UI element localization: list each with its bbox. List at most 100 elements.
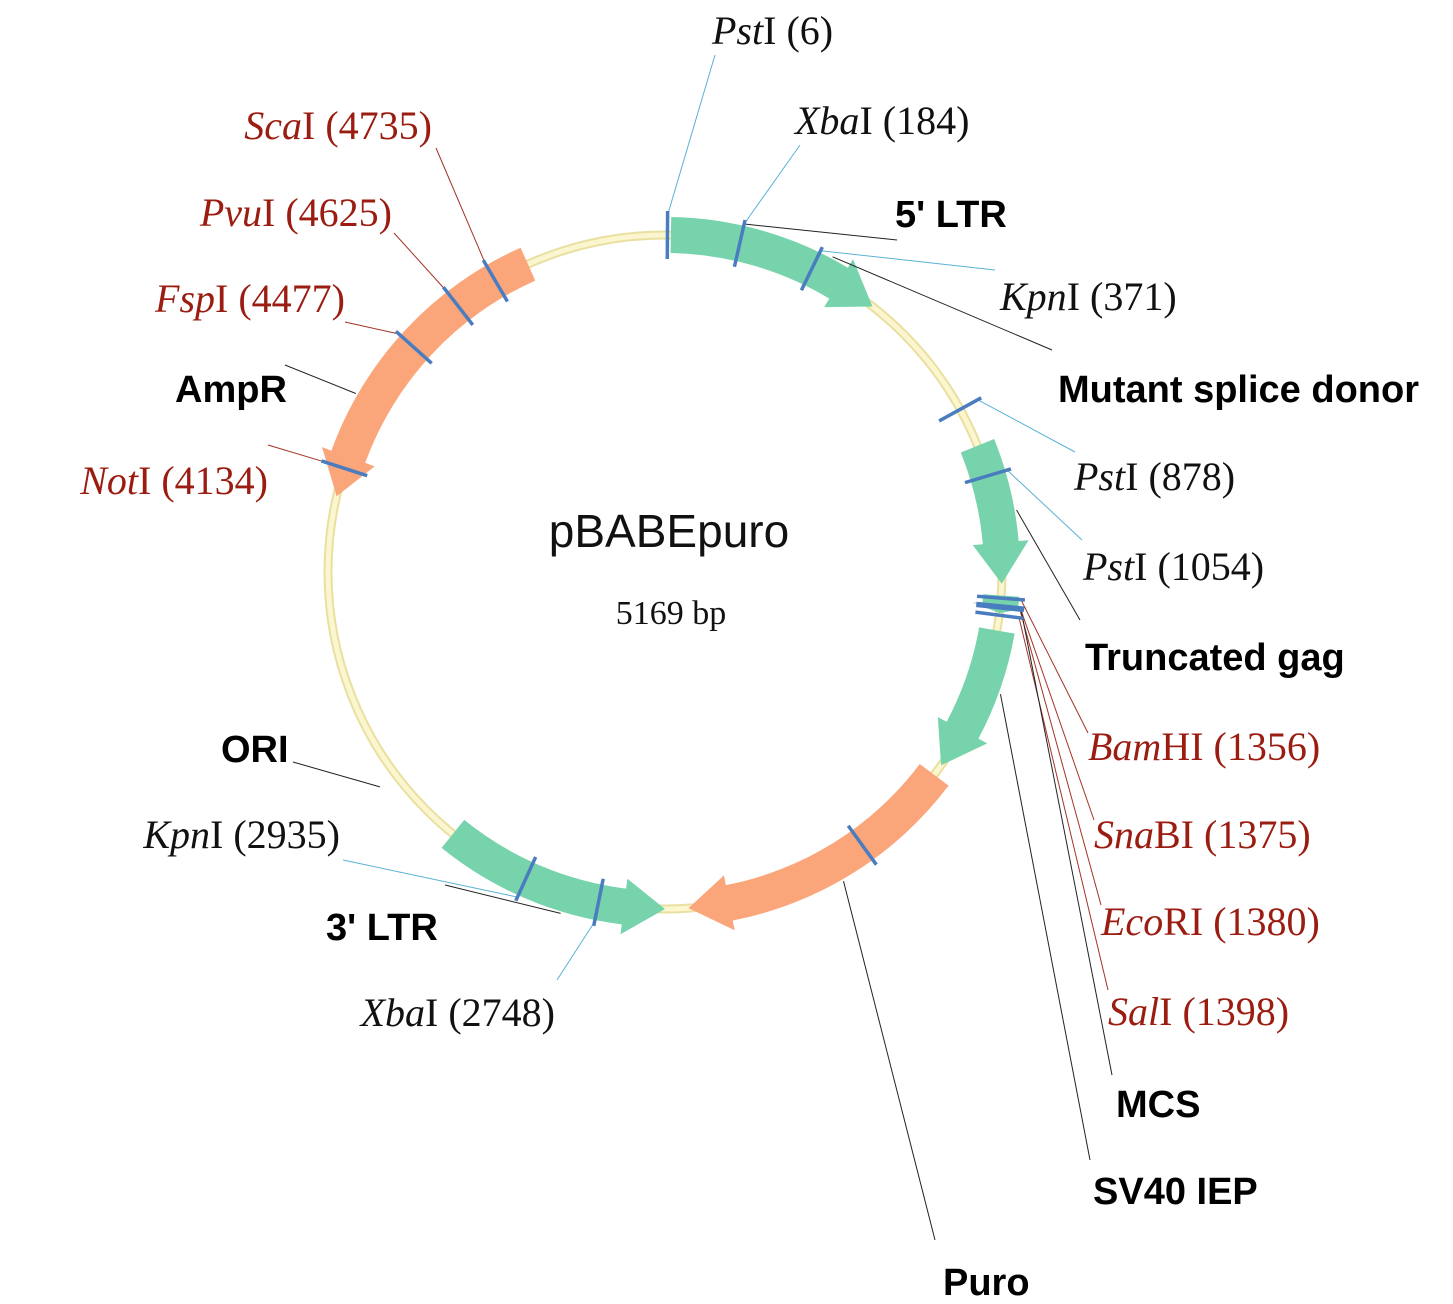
plasmid-size: 5169 bp — [616, 595, 727, 632]
cut-marks — [320, 210, 1026, 927]
cut-mark — [975, 610, 1024, 621]
site-position: (4625) — [275, 190, 392, 235]
site-enzyme-suffix: I — [210, 812, 223, 857]
connector-line — [284, 364, 357, 394]
site-label-pvui-4625: PvuI (4625) — [199, 190, 392, 235]
cut-mark — [394, 330, 433, 365]
connector-line — [393, 232, 447, 291]
connector-line — [1019, 606, 1113, 1076]
connector-line — [745, 223, 898, 241]
connector-line — [556, 921, 595, 981]
label-connectors — [267, 54, 1113, 1241]
site-position: (371) — [1080, 274, 1177, 319]
feature-label-puro: Puro — [943, 1262, 1030, 1304]
connector-line — [267, 444, 326, 463]
site-enzyme-italic: Xba — [793, 98, 859, 143]
cut-mark — [441, 286, 475, 327]
site-enzyme-italic: Pst — [1073, 454, 1126, 499]
arrow-puro — [688, 763, 949, 931]
cut-mark — [976, 603, 1025, 613]
connector-line — [444, 884, 561, 914]
connector-line — [292, 761, 381, 788]
site-enzyme-suffix: I — [1134, 544, 1147, 589]
feature-label-mutant-splice-donor: Mutant splice donor — [1058, 369, 1419, 411]
cut-mark — [964, 467, 1012, 485]
site-enzyme-suffix: I — [425, 990, 438, 1035]
feature-label-sv40-iep: SV40 IEP — [1093, 1171, 1258, 1213]
site-label-kpni-2935: KpnI (2935) — [142, 812, 340, 857]
site-label-bamhi-1356: BamHI (1356) — [1088, 724, 1320, 769]
site-label-psti-878: PstI (878) — [1073, 454, 1235, 499]
site-position: (4134) — [151, 458, 268, 503]
connector-line — [743, 144, 801, 225]
cut-mark — [320, 459, 368, 478]
connector-line — [999, 694, 1091, 1161]
site-label-kpni-371: KpnI (371) — [999, 274, 1177, 319]
site-enzyme-italic: Kpn — [142, 812, 210, 857]
site-enzyme-suffix: I — [763, 8, 776, 53]
cut-mark — [592, 878, 605, 927]
connector-line — [344, 321, 399, 335]
site-position: (1380) — [1203, 899, 1320, 944]
connector-line — [667, 54, 716, 216]
cut-mark — [481, 259, 509, 303]
cut-mark — [938, 396, 983, 423]
cut-mark — [799, 246, 824, 292]
site-enzyme-suffix: I — [1067, 274, 1080, 319]
site-enzyme-italic: Pst — [1082, 544, 1135, 589]
arrow-5-ltr — [670, 217, 873, 308]
site-enzyme-suffix: HI — [1161, 724, 1203, 769]
site-label-snabi-1375: SnaBI (1375) — [1094, 812, 1311, 857]
connector-line — [435, 147, 486, 264]
cut-mark — [514, 856, 538, 902]
site-enzyme-italic: Pvu — [199, 190, 262, 235]
site-enzyme-italic: Bam — [1088, 724, 1161, 769]
cut-mark — [732, 219, 747, 268]
site-enzyme-italic: Sca — [244, 103, 302, 148]
site-position: (1356) — [1204, 724, 1321, 769]
site-position: (2935) — [223, 812, 340, 857]
site-position: (184) — [873, 98, 970, 143]
site-label-xbai-2748: XbaI (2748) — [359, 990, 555, 1035]
feature-label-ampr: AmpR — [175, 369, 287, 411]
site-label-psti-6: PstI (6) — [711, 8, 833, 53]
site-label-sali-1398: SalI (1398) — [1108, 989, 1289, 1034]
site-position: (2748) — [438, 990, 555, 1035]
site-position: (878) — [1138, 454, 1235, 499]
site-label-scai-4735: ScaI (4735) — [244, 103, 432, 148]
restriction-site-labels: PstI (6)XbaI (184)KpnI (371)PstI (878)Ps… — [79, 8, 1320, 1035]
site-enzyme-suffix: I — [262, 190, 275, 235]
connector-line — [820, 250, 996, 271]
cut-mark — [846, 824, 878, 866]
site-enzyme-suffix: I — [302, 103, 315, 148]
site-enzyme-italic: Sal — [1108, 989, 1159, 1034]
site-enzyme-italic: Sna — [1094, 812, 1154, 857]
cut-mark — [976, 601, 1025, 610]
site-enzyme-italic: Eco — [1100, 899, 1163, 944]
site-label-fspi-4477: FspI (4477) — [154, 276, 345, 321]
arrow-sv40-iep — [937, 627, 1015, 766]
site-position: (6) — [776, 8, 833, 53]
site-enzyme-italic: Not — [79, 458, 139, 503]
connector-line — [832, 256, 1053, 351]
site-enzyme-italic: Kpn — [999, 274, 1067, 319]
site-enzyme-suffix: RI — [1163, 899, 1203, 944]
site-position: (1375) — [1194, 812, 1311, 857]
feature-label-3-ltr: 3' LTR — [326, 907, 438, 949]
plasmid-name: pBABEpuro — [549, 505, 789, 557]
site-position: (4735) — [315, 103, 432, 148]
site-label-noti-4134: NotI (4134) — [79, 458, 268, 503]
connector-line — [1019, 607, 1095, 821]
connector-line — [1019, 609, 1102, 906]
connector-line — [1016, 509, 1081, 621]
site-label-ecori-1380: EcoRI (1380) — [1100, 899, 1320, 944]
site-label-xbai-184: XbaI (184) — [793, 98, 969, 143]
site-enzyme-suffix: I — [1159, 989, 1172, 1034]
connector-line — [977, 399, 1076, 453]
connector-line — [1020, 599, 1089, 734]
site-position: (1054) — [1147, 544, 1264, 589]
connector-line — [342, 859, 518, 898]
connector-line — [1006, 469, 1083, 541]
cut-mark — [976, 594, 1026, 602]
